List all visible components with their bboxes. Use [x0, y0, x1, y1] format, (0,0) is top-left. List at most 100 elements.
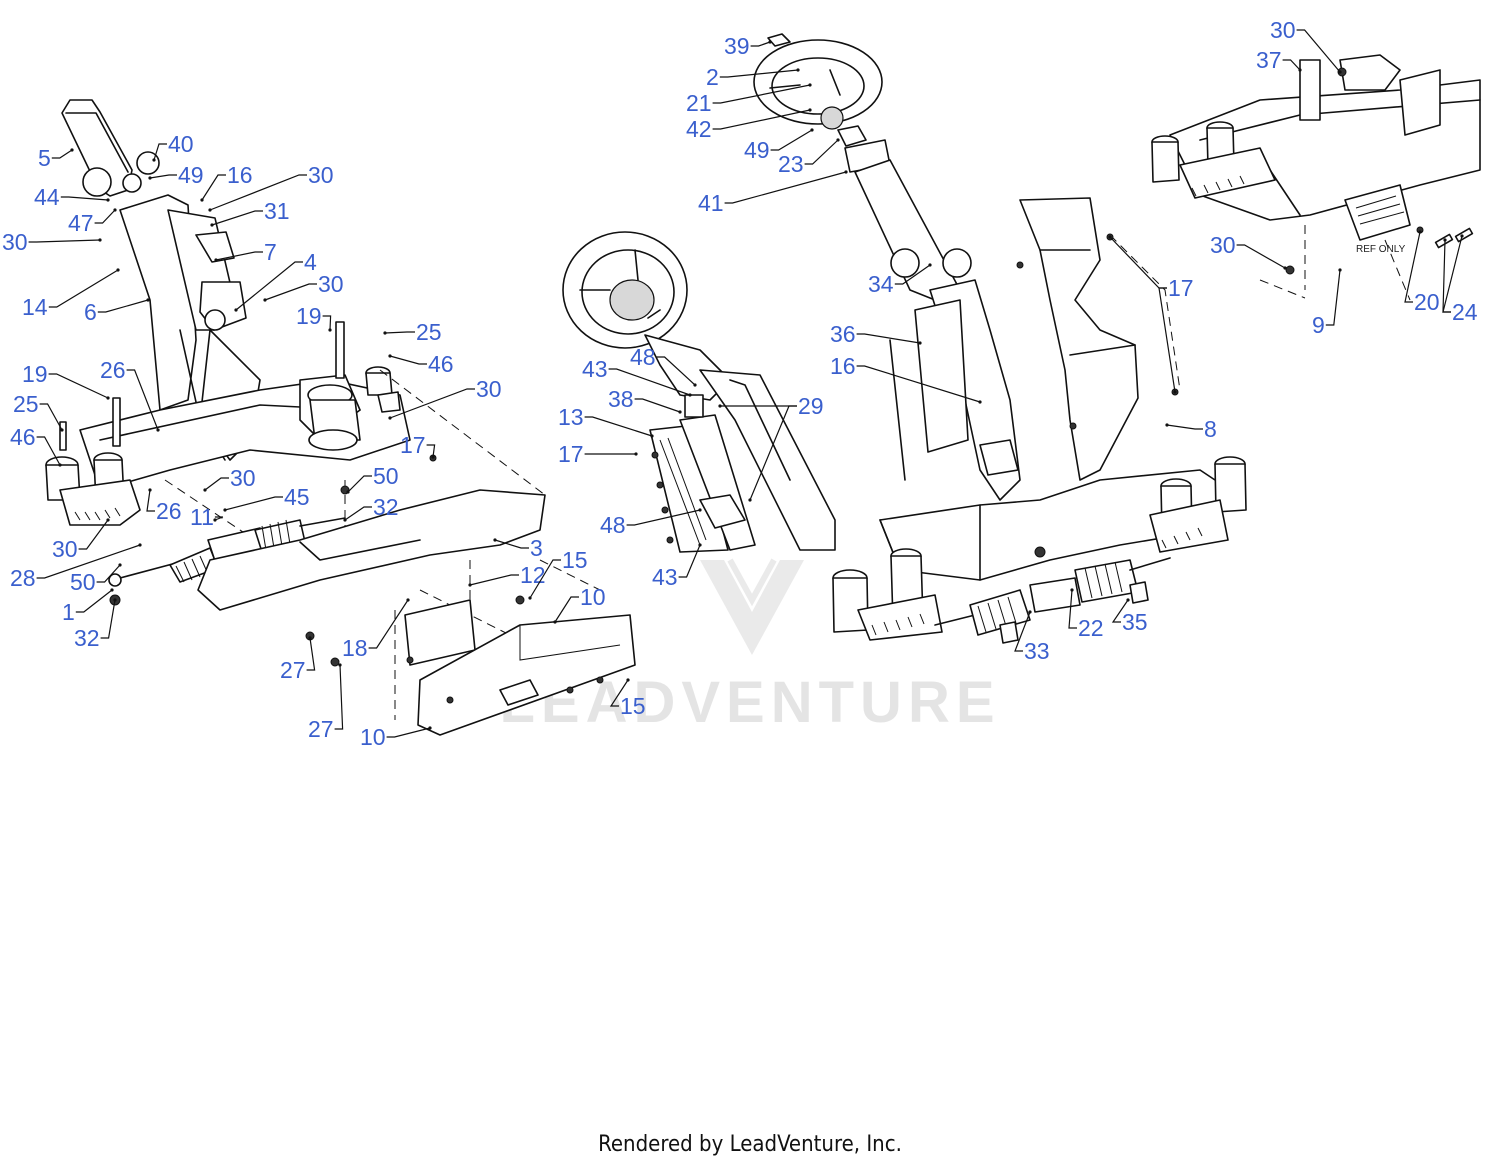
callout-49[interactable]: 49 [148, 162, 204, 188]
callout-32[interactable]: 32 [343, 494, 399, 522]
callout-15[interactable]: 15 [609, 678, 646, 719]
callout-7[interactable]: 7 [214, 239, 277, 265]
part-label-30[interactable]: 30 [230, 465, 256, 491]
callout-27[interactable]: 27 [308, 663, 344, 742]
part-label-41[interactable]: 41 [698, 190, 724, 216]
part-label-19[interactable]: 19 [22, 361, 48, 387]
callout-12[interactable]: 12 [468, 562, 546, 588]
part-label-8[interactable]: 8 [1204, 416, 1217, 442]
part-label-30[interactable]: 30 [52, 536, 78, 562]
callout-30[interactable]: 30 [52, 518, 110, 562]
part-label-25[interactable]: 25 [13, 391, 39, 417]
callout-49[interactable]: 49 [744, 128, 814, 163]
callout-32[interactable]: 32 [74, 598, 117, 651]
part-label-30[interactable]: 30 [1210, 232, 1236, 258]
part-label-47[interactable]: 47 [68, 210, 94, 236]
part-label-15[interactable]: 15 [620, 693, 646, 719]
part-label-46[interactable]: 46 [428, 351, 454, 377]
part-label-15[interactable]: 15 [562, 547, 588, 573]
part-label-32[interactable]: 32 [74, 625, 100, 651]
callout-29[interactable]: 29 [718, 393, 824, 502]
callout-26[interactable]: 26 [100, 357, 160, 432]
part-label-23[interactable]: 23 [778, 151, 804, 177]
part-label-5[interactable]: 5 [38, 145, 51, 171]
callout-30[interactable]: 30 [1270, 17, 1342, 74]
callout-21[interactable]: 21 [686, 83, 812, 116]
callout-11[interactable]: 11 [190, 504, 224, 530]
callout-30[interactable]: 30 [208, 162, 334, 212]
callout-39[interactable]: 39 [724, 33, 772, 59]
part-label-16[interactable]: 16 [830, 353, 856, 379]
callout-48[interactable]: 48 [600, 508, 702, 538]
callout-45[interactable]: 45 [223, 484, 310, 512]
part-label-25[interactable]: 25 [416, 319, 442, 345]
part-label-50[interactable]: 50 [373, 463, 399, 489]
part-label-26[interactable]: 26 [156, 498, 182, 524]
callout-16[interactable]: 16 [200, 162, 253, 202]
callout-30[interactable]: 30 [263, 271, 344, 302]
part-label-12[interactable]: 12 [520, 562, 546, 588]
callout-4[interactable]: 4 [234, 249, 317, 312]
part-label-34[interactable]: 34 [868, 271, 894, 297]
callout-50[interactable]: 50 [346, 463, 399, 494]
callout-20[interactable]: 20 [1404, 230, 1440, 315]
callout-48[interactable]: 48 [630, 344, 697, 387]
part-label-49[interactable]: 49 [178, 162, 204, 188]
part-label-17[interactable]: 17 [400, 432, 426, 458]
callout-22[interactable]: 22 [1068, 588, 1104, 641]
part-label-6[interactable]: 6 [84, 299, 97, 325]
callout-25[interactable]: 25 [383, 319, 442, 345]
part-label-10[interactable]: 10 [360, 724, 386, 750]
part-label-13[interactable]: 13 [558, 404, 584, 430]
part-label-30[interactable]: 30 [476, 376, 502, 402]
callout-19[interactable]: 19 [296, 303, 332, 332]
callout-17[interactable]: 17 [400, 432, 436, 459]
callout-35[interactable]: 35 [1111, 598, 1148, 635]
callout-30[interactable]: 30 [388, 376, 502, 420]
callout-13[interactable]: 13 [558, 404, 654, 438]
part-label-7[interactable]: 7 [264, 239, 277, 265]
part-label-14[interactable]: 14 [22, 294, 48, 320]
callout-24[interactable]: 24 [1442, 234, 1478, 325]
part-label-39[interactable]: 39 [724, 33, 750, 59]
callout-31[interactable]: 31 [210, 198, 290, 227]
callout-1[interactable]: 1 [62, 588, 114, 625]
callout-30[interactable]: 30 [1210, 232, 1287, 270]
callout-34[interactable]: 34 [868, 263, 932, 297]
callout-38[interactable]: 38 [608, 386, 682, 414]
part-label-2[interactable]: 2 [706, 64, 719, 90]
part-label-20[interactable]: 20 [1414, 289, 1440, 315]
part-label-24[interactable]: 24 [1452, 299, 1478, 325]
part-label-43[interactable]: 43 [582, 356, 608, 382]
callout-47[interactable]: 47 [68, 208, 117, 236]
part-label-44[interactable]: 44 [34, 184, 60, 210]
callout-5[interactable]: 5 [38, 145, 74, 171]
part-label-30[interactable]: 30 [2, 229, 28, 255]
part-label-33[interactable]: 33 [1024, 638, 1050, 664]
callout-8[interactable]: 8 [1165, 416, 1217, 442]
part-label-17[interactable]: 17 [1168, 275, 1194, 301]
part-label-36[interactable]: 36 [830, 321, 856, 347]
part-label-1[interactable]: 1 [62, 599, 75, 625]
part-label-46[interactable]: 46 [10, 424, 36, 450]
part-label-31[interactable]: 31 [264, 198, 290, 224]
part-label-18[interactable]: 18 [342, 635, 368, 661]
part-label-29[interactable]: 29 [798, 393, 824, 419]
callout-30[interactable]: 30 [2, 229, 102, 255]
part-label-40[interactable]: 40 [168, 131, 194, 157]
callout-50[interactable]: 50 [70, 563, 122, 595]
part-label-4[interactable]: 4 [304, 249, 317, 275]
part-label-17[interactable]: 17 [558, 441, 584, 467]
callout-40[interactable]: 40 [152, 131, 194, 162]
part-label-42[interactable]: 42 [686, 116, 712, 142]
callout-41[interactable]: 41 [698, 170, 848, 216]
callout-15[interactable]: 15 [528, 547, 588, 600]
callout-43[interactable]: 43 [582, 356, 692, 397]
callout-10[interactable]: 10 [360, 724, 432, 750]
callout-42[interactable]: 42 [686, 108, 812, 142]
part-label-30[interactable]: 30 [318, 271, 344, 297]
callout-17[interactable]: 17 [1108, 235, 1194, 394]
part-label-32[interactable]: 32 [373, 494, 399, 520]
callout-9[interactable]: 9 [1312, 268, 1342, 338]
callout-3[interactable]: 3 [493, 535, 543, 561]
